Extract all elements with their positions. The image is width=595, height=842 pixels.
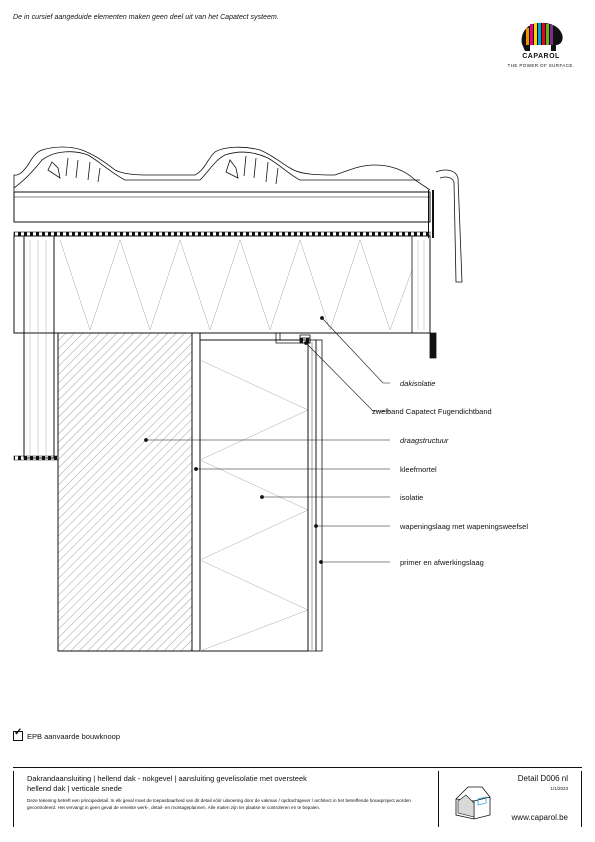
rafter-column	[13, 235, 59, 461]
load-bearing-wall	[57, 332, 193, 652]
label-isolatie: isolatie	[400, 493, 424, 502]
caparol-logo: CAPAROL THE POWER OF SURFACE.	[501, 18, 581, 68]
website-link[interactable]: www.caparol.be	[511, 813, 568, 822]
leader-lines	[144, 316, 390, 564]
label-wapeningslaag: wapeningslaag met wapeningsweefsel	[400, 522, 528, 531]
roof-tiles	[13, 146, 463, 283]
footer-disclaimer: Deze tekening betreft een principedetail…	[27, 798, 411, 810]
footer-divider	[13, 767, 582, 768]
label-primer: primer en afwerkingslaag	[400, 558, 484, 567]
footer-title-line2: hellend dak | verticale snede	[27, 784, 122, 793]
label-zwelband: zwelband Capatect Fugendichtband	[372, 407, 492, 416]
footer-title: Dakrandaansluiting | hellend dak - nokge…	[27, 774, 307, 794]
system-notice: De in cursief aangeduide elementen maken…	[13, 14, 279, 21]
label-kleefmortel: kleefmortel	[400, 465, 437, 474]
label-dakisolatie: dakisolatie	[400, 379, 436, 388]
footer-left-border	[13, 771, 14, 827]
epb-badge: EPB aanvaarde bouwknoop	[13, 727, 120, 741]
checkbox-icon	[13, 727, 23, 741]
epb-label: EPB aanvaarde bouwknoop	[27, 731, 120, 741]
render-layers	[307, 339, 323, 652]
footer-separator	[438, 771, 439, 827]
brand-tagline: THE POWER OF SURFACE.	[507, 63, 575, 68]
brand-name: CAPAROL	[522, 53, 560, 60]
roof-batten-board	[13, 190, 434, 238]
house-icon	[455, 786, 491, 820]
footer-title-line1: Dakrandaansluiting | hellend dak - nokge…	[27, 774, 307, 783]
sealing-tape-detail	[275, 332, 437, 359]
footer-right-border	[581, 771, 582, 827]
elephant-icon	[521, 22, 563, 51]
label-draagstructuur: draagstructuur	[400, 436, 449, 445]
detail-number: Detail D006 nl	[517, 774, 568, 783]
detail-date: 1/1/2023	[550, 786, 568, 791]
facade-insulation	[199, 339, 309, 652]
roof-insulation	[13, 235, 431, 334]
adhesive-layer	[191, 332, 201, 652]
